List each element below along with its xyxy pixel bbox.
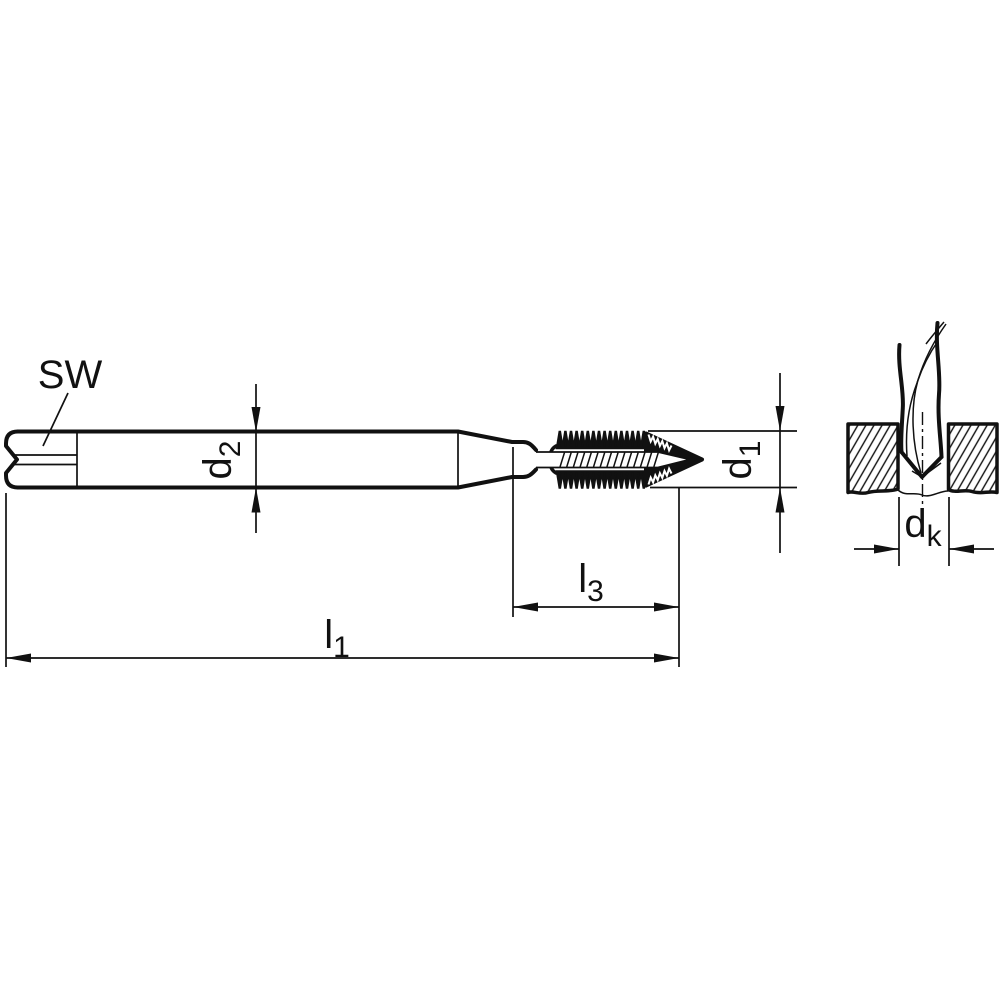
label-l3: l3 (578, 557, 604, 608)
tool-left-edge (897, 343, 905, 454)
dimension-d2: d2 (196, 384, 261, 533)
dimension-l3: l3 (512, 447, 679, 617)
thread-teeth-bottom (555, 470, 649, 489)
dimension-dk: dk (854, 497, 994, 566)
label-dk: dk (904, 502, 942, 553)
label-sw: SW (38, 353, 103, 397)
d1-arrow-bottom (775, 487, 785, 513)
workpiece-block-right (946, 422, 999, 495)
callout-sw: SW (38, 353, 103, 447)
thread-teeth-top (555, 430, 649, 450)
l1-arrow-right (654, 653, 679, 663)
chamfer-serration-top (647, 434, 673, 453)
flute-channel-bottom-line (536, 458, 690, 469)
l1-arrow-left (6, 653, 31, 663)
tap-side-view (4, 429, 704, 490)
workpiece-section-view (846, 321, 999, 504)
break-line (897, 489, 949, 497)
label-d2: d2 (196, 441, 247, 480)
square-flat-lines (13, 454, 77, 466)
label-l1: l1 (324, 613, 350, 664)
dk-arrow-left (874, 544, 899, 554)
dk-arrow-right (949, 544, 974, 554)
chamfer-serration-bottom (647, 466, 673, 485)
square-drive-end-outline (4, 429, 20, 490)
spiral-flute-2 (905, 340, 939, 457)
d1-arrow-top (775, 406, 785, 431)
tool-cutting-edge (921, 462, 942, 478)
l3-arrow-left (513, 602, 538, 612)
dimension-d1: d1 (648, 373, 797, 553)
l3-arrow-right (654, 602, 679, 612)
spiral-flute-3 (925, 321, 945, 345)
sw-leader-line (42, 392, 69, 447)
label-d1: d1 (716, 441, 767, 480)
tool-point-tick (911, 470, 923, 478)
workpiece-block-left (846, 422, 900, 496)
dimension-l1: l1 (5, 487, 680, 667)
tap-top-edge (16, 429, 538, 452)
d2-arrow-top (251, 407, 261, 432)
d2-arrow-bottom (251, 487, 261, 513)
thread-flank-lines (559, 452, 660, 468)
flute-channel-top-line (536, 451, 690, 461)
tool-right-edge (934, 321, 944, 459)
